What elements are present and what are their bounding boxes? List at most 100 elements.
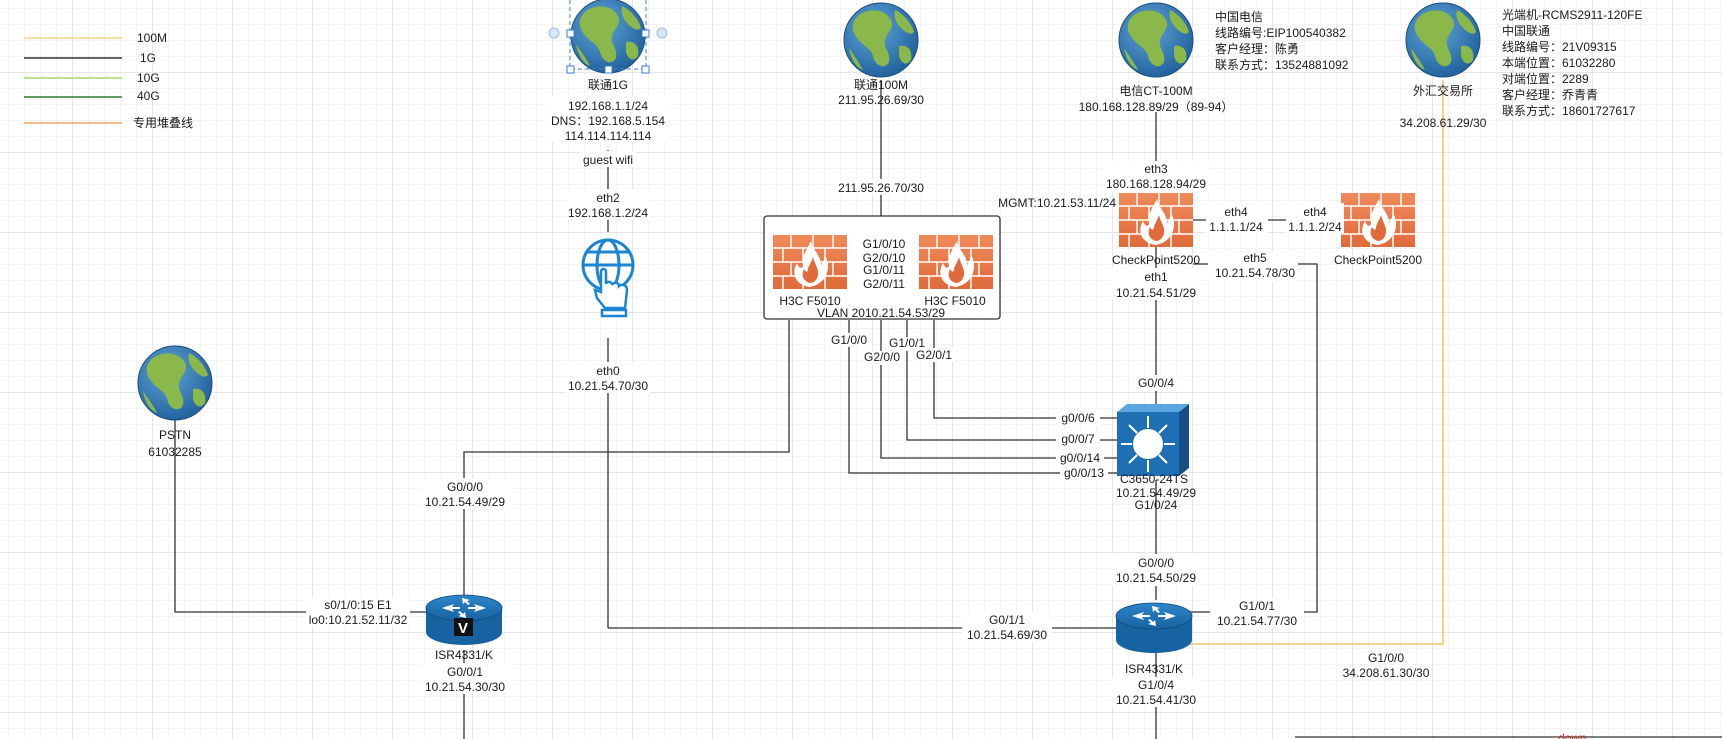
link-cp-eth5-router[interactable] — [1190, 263, 1318, 613]
switch-port-g006: g0/0/6 — [1061, 411, 1095, 425]
legend-label-stacking: 专用堆叠线 — [133, 115, 193, 130]
telecom-note-line2: 线路编号:EIP100540382 — [1215, 25, 1346, 40]
router-left-top-ip: 10.21.54.49/29 — [425, 495, 505, 509]
unicom-1g-dns: DNS：192.168.5.154 — [551, 114, 665, 128]
cp-eth5-ip: 10.21.54.78/30 — [1215, 266, 1295, 280]
cp-mgmt-ip: MGMT:10.21.53.11/24 — [998, 196, 1116, 210]
h3c-port-g2010: G2/0/10 — [863, 251, 906, 265]
router-right-left-ip: 10.21.54.69/30 — [967, 628, 1047, 642]
cp1-name: CheckPoint5200 — [1112, 253, 1200, 267]
legend: 100M 1G 10G 40G 专用堆叠线 — [24, 31, 193, 130]
link-h3c-g200-switch[interactable] — [880, 320, 1118, 459]
h3c-port-g1011: G1/0/11 — [863, 263, 905, 277]
forex-note-line5: 对端位置：2289 — [1502, 71, 1589, 86]
firewall-h3c-1[interactable] — [772, 234, 848, 290]
router-right[interactable] — [1115, 602, 1193, 654]
cp-eth1-ip: 10.21.54.51/29 — [1116, 286, 1196, 300]
link-forex-router[interactable] — [1190, 80, 1444, 645]
switch-c3650[interactable] — [1116, 403, 1190, 477]
link-h3c-g101-switch[interactable] — [906, 320, 1118, 441]
forex-label: 外汇交易所 — [1413, 83, 1473, 98]
connections — [174, 80, 1722, 739]
unicom-1g-label: 联通1G — [588, 78, 628, 92]
telecom-note-line1: 中国电信 — [1215, 9, 1263, 24]
router-right-right-ip: 10.21.54.77/30 — [1217, 614, 1297, 628]
telecom-100m-label: 电信CT-100M — [1119, 84, 1192, 98]
router-right-bottom-port: G1/0/4 — [1138, 678, 1174, 692]
router-left-v-icon: V — [458, 620, 468, 637]
switch-port-g0013: g0/0/13 — [1064, 466, 1104, 480]
router-right-left-port: G0/1/1 — [989, 613, 1025, 627]
forex-note-line4: 本端位置：61032280 — [1502, 55, 1616, 70]
firewall-checkpoint-2[interactable] — [1340, 192, 1416, 248]
cp-eth3-label: eth3 — [1144, 162, 1168, 176]
router-left-top-port: G0/0/0 — [447, 480, 483, 494]
router-right-forex-port: G1/0/0 — [1368, 651, 1404, 665]
globe-unicom-1g[interactable] — [570, 0, 646, 74]
cp2-eth4-label: eth4 — [1303, 205, 1327, 219]
globe-telecom-100m[interactable] — [1118, 2, 1194, 78]
router-left-bottom-port: G0/0/1 — [447, 665, 483, 679]
cp-eth3-ip: 180.168.128.94/29 — [1106, 177, 1206, 191]
switch-uplink-port: G0/0/4 — [1138, 376, 1174, 390]
router-right-top-ip: 10.21.54.50/29 — [1116, 571, 1196, 585]
legend-label-10g: 10G — [137, 71, 160, 85]
globe-forex[interactable] — [1405, 2, 1481, 78]
h3c-port-g200: G2/0/0 — [864, 350, 900, 364]
firewall-h3c-2[interactable] — [918, 234, 994, 290]
switch-ip: 10.21.54.49/29 — [1116, 486, 1196, 500]
pstn-number: 61032285 — [148, 445, 202, 459]
selection-handles[interactable] — [548, 0, 668, 74]
pstn-label: PSTN — [159, 428, 191, 442]
firewall-checkpoint-1[interactable] — [1118, 192, 1194, 248]
legend-label-40g: 40G — [137, 89, 160, 103]
router-right-name: ISR4331/K — [1125, 662, 1183, 676]
forex-note-line6: 客户经理：乔青青 — [1502, 87, 1598, 102]
unicom-100m-label: 联通100M — [854, 78, 908, 92]
link-h3c-g201-switch[interactable] — [933, 320, 1118, 419]
h3c-port-g2011: G2/0/11 — [863, 277, 905, 291]
h3c-device-1-label: H3C F5010 — [779, 294, 841, 308]
legend-label-100m: 100M — [137, 31, 167, 45]
h3c-port-g101: G1/0/1 — [889, 336, 925, 350]
switch-port-g007: g0/0/7 — [1061, 432, 1095, 446]
wifi-touch-icon[interactable] — [581, 238, 635, 318]
globe-unicom-100m[interactable] — [843, 2, 919, 78]
wifi-eth0-ip: 10.21.54.70/30 — [568, 379, 648, 393]
forex-note-line3: 线路编号：21V09315 — [1502, 39, 1617, 54]
switch-port-g0014: g0/0/14 — [1060, 451, 1100, 465]
unicom-100m-ip: 211.95.26.69/30 — [838, 93, 924, 107]
wifi-eth2-ip: 192.168.1.2/24 — [568, 206, 648, 220]
forex-note-line1: 光端机-RCMS2911-120FE — [1502, 8, 1643, 22]
router-left-bottom-ip: 10.21.54.30/30 — [425, 680, 505, 694]
router-right-bottom-ip: 10.21.54.41/30 — [1116, 693, 1196, 707]
link-h3c-router-left[interactable] — [463, 320, 790, 598]
cp-eth5-label: eth5 — [1243, 251, 1267, 265]
h3c-vlan-label: VLAN 2010.21.54.53/29 — [817, 306, 945, 320]
h3c-port-g1010: G1/0/10 — [863, 237, 906, 251]
bottom-red-label: down — [1558, 731, 1587, 739]
cp2-name: CheckPoint5200 — [1334, 253, 1422, 267]
router-right-forex-ip: 34.208.61.30/30 — [1343, 666, 1430, 680]
telecom-note-line4: 联系方式：13524881092 — [1215, 57, 1349, 72]
link-h3c-g100-switch[interactable] — [848, 320, 1118, 474]
h3c-port-g201: G2/0/1 — [916, 348, 952, 362]
forex-note-line2: 中国联通 — [1502, 23, 1550, 38]
telecom-100m-ip: 180.168.128.89/29（89-94） — [1079, 100, 1234, 114]
link-pstn-router-left[interactable] — [174, 420, 426, 613]
globe-pstn[interactable] — [137, 345, 213, 421]
router-left-serial: s0/1/0:15 E1 — [324, 598, 392, 612]
h3c-port-g100: G1/0/0 — [831, 333, 867, 347]
switch-name: C3650-24TS — [1120, 472, 1188, 486]
cp1-eth4-ip: 1.1.1.1/24 — [1209, 220, 1263, 234]
legend-label-1g: 1G — [140, 51, 156, 65]
router-right-top-port: G0/0/0 — [1138, 556, 1174, 570]
guest-wifi-label: guest wifi — [583, 153, 633, 167]
cp-eth1-label: eth1 — [1144, 270, 1168, 284]
h3c-uplink-ip: 211.95.26.70/30 — [838, 181, 924, 195]
wifi-eth2-label: eth2 — [596, 191, 620, 205]
router-right-right-port: G1/0/1 — [1239, 599, 1275, 613]
unicom-1g-ip: 192.168.1.1/24 — [568, 99, 648, 113]
